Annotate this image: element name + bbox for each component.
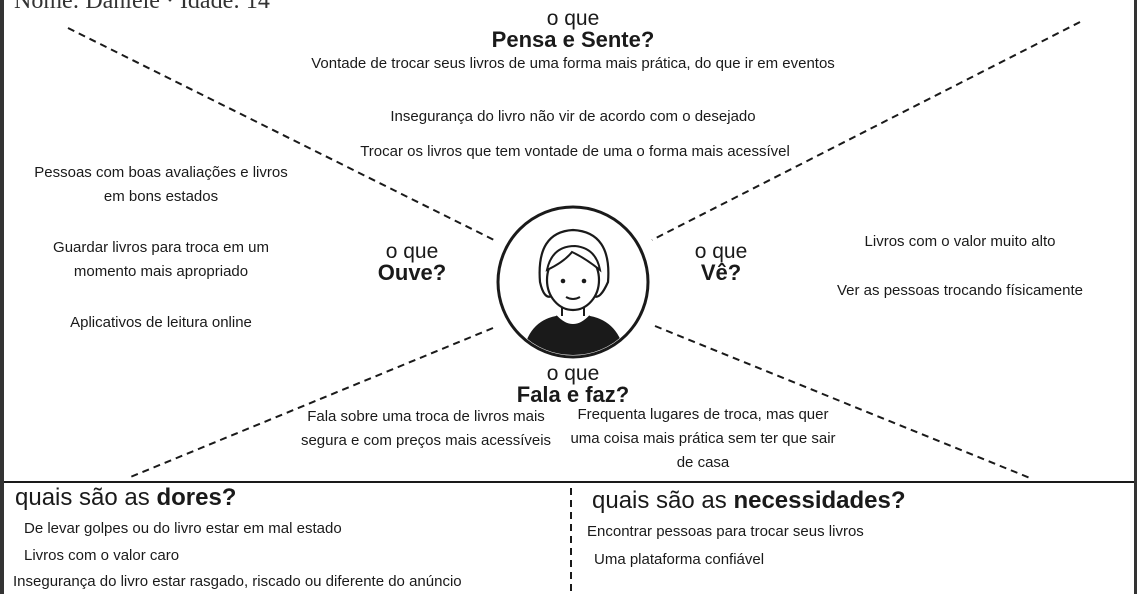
pensa-prefix: o que (546, 7, 600, 30)
dores-item-1: De levar golpes ou do livro estar em mal… (24, 520, 342, 537)
ve-prefix: o que (694, 240, 748, 263)
fala-item-1: Fala sobre uma troca de livros mais segu… (300, 408, 552, 449)
fala-item-2: Frequenta lugares de troca, mas quer uma… (570, 406, 836, 471)
pensa-heading: o que Pensa e Sente? (473, 7, 673, 52)
dores-title: dores? (156, 484, 237, 511)
frame-left-border (0, 0, 4, 594)
ouve-heading: o que Ouve? (352, 240, 472, 285)
pensa-item-3: Trocar os livros que tem vontade de uma … (360, 143, 790, 160)
pensa-item-2: Insegurança do livro não vir de acordo c… (390, 108, 756, 125)
ouve-title: Ouve? (377, 260, 447, 285)
ve-heading: o que Vê? (671, 240, 771, 285)
persona-name-age: Nome: Daniele · Idade: 14 (14, 0, 270, 14)
dashed-line-top-left (67, 27, 495, 241)
ouve-item-1: Pessoas com boas avaliações e livros em … (34, 164, 288, 205)
ve-title: Vê? (700, 260, 742, 285)
ve-item-2: Ver as pessoas trocando físicamente (837, 282, 1083, 299)
dashed-line-top-right (651, 21, 1081, 241)
ouve-item-3: Aplicativos de leitura online (70, 314, 252, 331)
fala-heading: o que Fala e faz? (498, 362, 648, 407)
dores-prefix: quais são as (15, 484, 150, 511)
frame-right-border (1134, 0, 1137, 594)
dores-item-3: Insegurança do livro estar rasgado, risc… (13, 573, 462, 590)
necessidades-title: necessidades? (733, 487, 906, 514)
necessidades-prefix: quais são as (592, 487, 727, 514)
dashed-line-bottom-left (127, 327, 494, 479)
ouve-item-2: Guardar livros para troca em um momento … (53, 239, 269, 280)
necessidades-heading: quais são as necessidades? (592, 487, 906, 515)
fala-prefix: o que (546, 362, 600, 385)
dores-item-2: Livros com o valor caro (24, 547, 180, 564)
necessidades-item-2: Uma plataforma confiável (594, 551, 765, 568)
woman-avatar-icon (496, 205, 650, 359)
dores-heading: quais são as dores? (15, 484, 236, 512)
necessidades-item-1: Encontrar pessoas para trocar seus livro… (587, 523, 864, 540)
pensa-title: Pensa e Sente? (491, 27, 655, 52)
ve-item-1: Livros com o valor muito alto (864, 233, 1056, 250)
ouve-prefix: o que (385, 240, 439, 263)
fala-title: Fala e faz? (516, 382, 630, 407)
pensa-item-1: Vontade de trocar seus livros de uma for… (311, 55, 835, 72)
dashed-line-bottom-right (654, 325, 1031, 479)
